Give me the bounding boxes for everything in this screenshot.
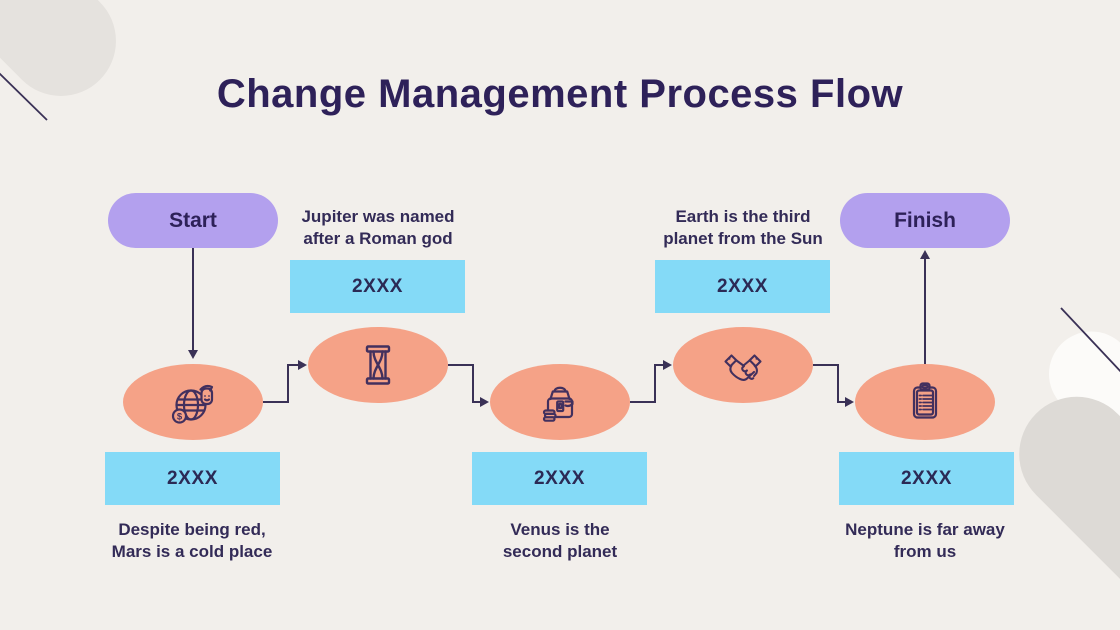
start-node: Start [108, 193, 278, 248]
step-node-4 [673, 327, 813, 403]
year-box-mars: 2XXX [105, 452, 280, 505]
start-label: Start [169, 208, 217, 232]
page-title: Change Management Process Flow [216, 72, 904, 116]
step-node-2 [308, 327, 448, 403]
svg-text:$: $ [177, 412, 183, 423]
handshake-icon [724, 354, 762, 381]
decor-pill-gray-right [995, 372, 1120, 630]
briefcase-icon [542, 386, 574, 422]
connector-step2-to-step3 [448, 364, 489, 407]
year-box-venus: 2XXX [472, 452, 647, 505]
step-node-5 [855, 364, 995, 440]
connector-step5-to-finish [920, 250, 930, 364]
finish-label: Finish [894, 208, 956, 232]
caption-jupiter: Jupiter was named after a Roman god [301, 207, 455, 249]
finish-node: Finish [840, 193, 1010, 248]
hourglass-icon [365, 345, 391, 385]
caption-earth: Earth is the third planet from the Sun [663, 207, 823, 249]
caption-mars: Despite being red, Mars is a cold place [111, 520, 273, 562]
year-box-earth: 2XXX [655, 260, 830, 313]
caption-neptune: Neptune is far away from us [845, 520, 1005, 562]
step-node-1: $ [123, 364, 263, 440]
year-box-jupiter: 2XXX [290, 260, 465, 313]
connector-step3-to-step4 [630, 360, 672, 403]
caption-venus: Venus is the second planet [502, 520, 618, 562]
globe-person-dollar-icon: $ [171, 384, 214, 424]
connector-start-to-step1 [188, 248, 198, 359]
connector-step1-to-step2 [263, 360, 307, 403]
connector-step4-to-step5 [813, 364, 854, 407]
year-box-neptune: 2XXX [839, 452, 1014, 505]
clipboard-icon [912, 382, 938, 419]
step-node-3 [490, 364, 630, 440]
